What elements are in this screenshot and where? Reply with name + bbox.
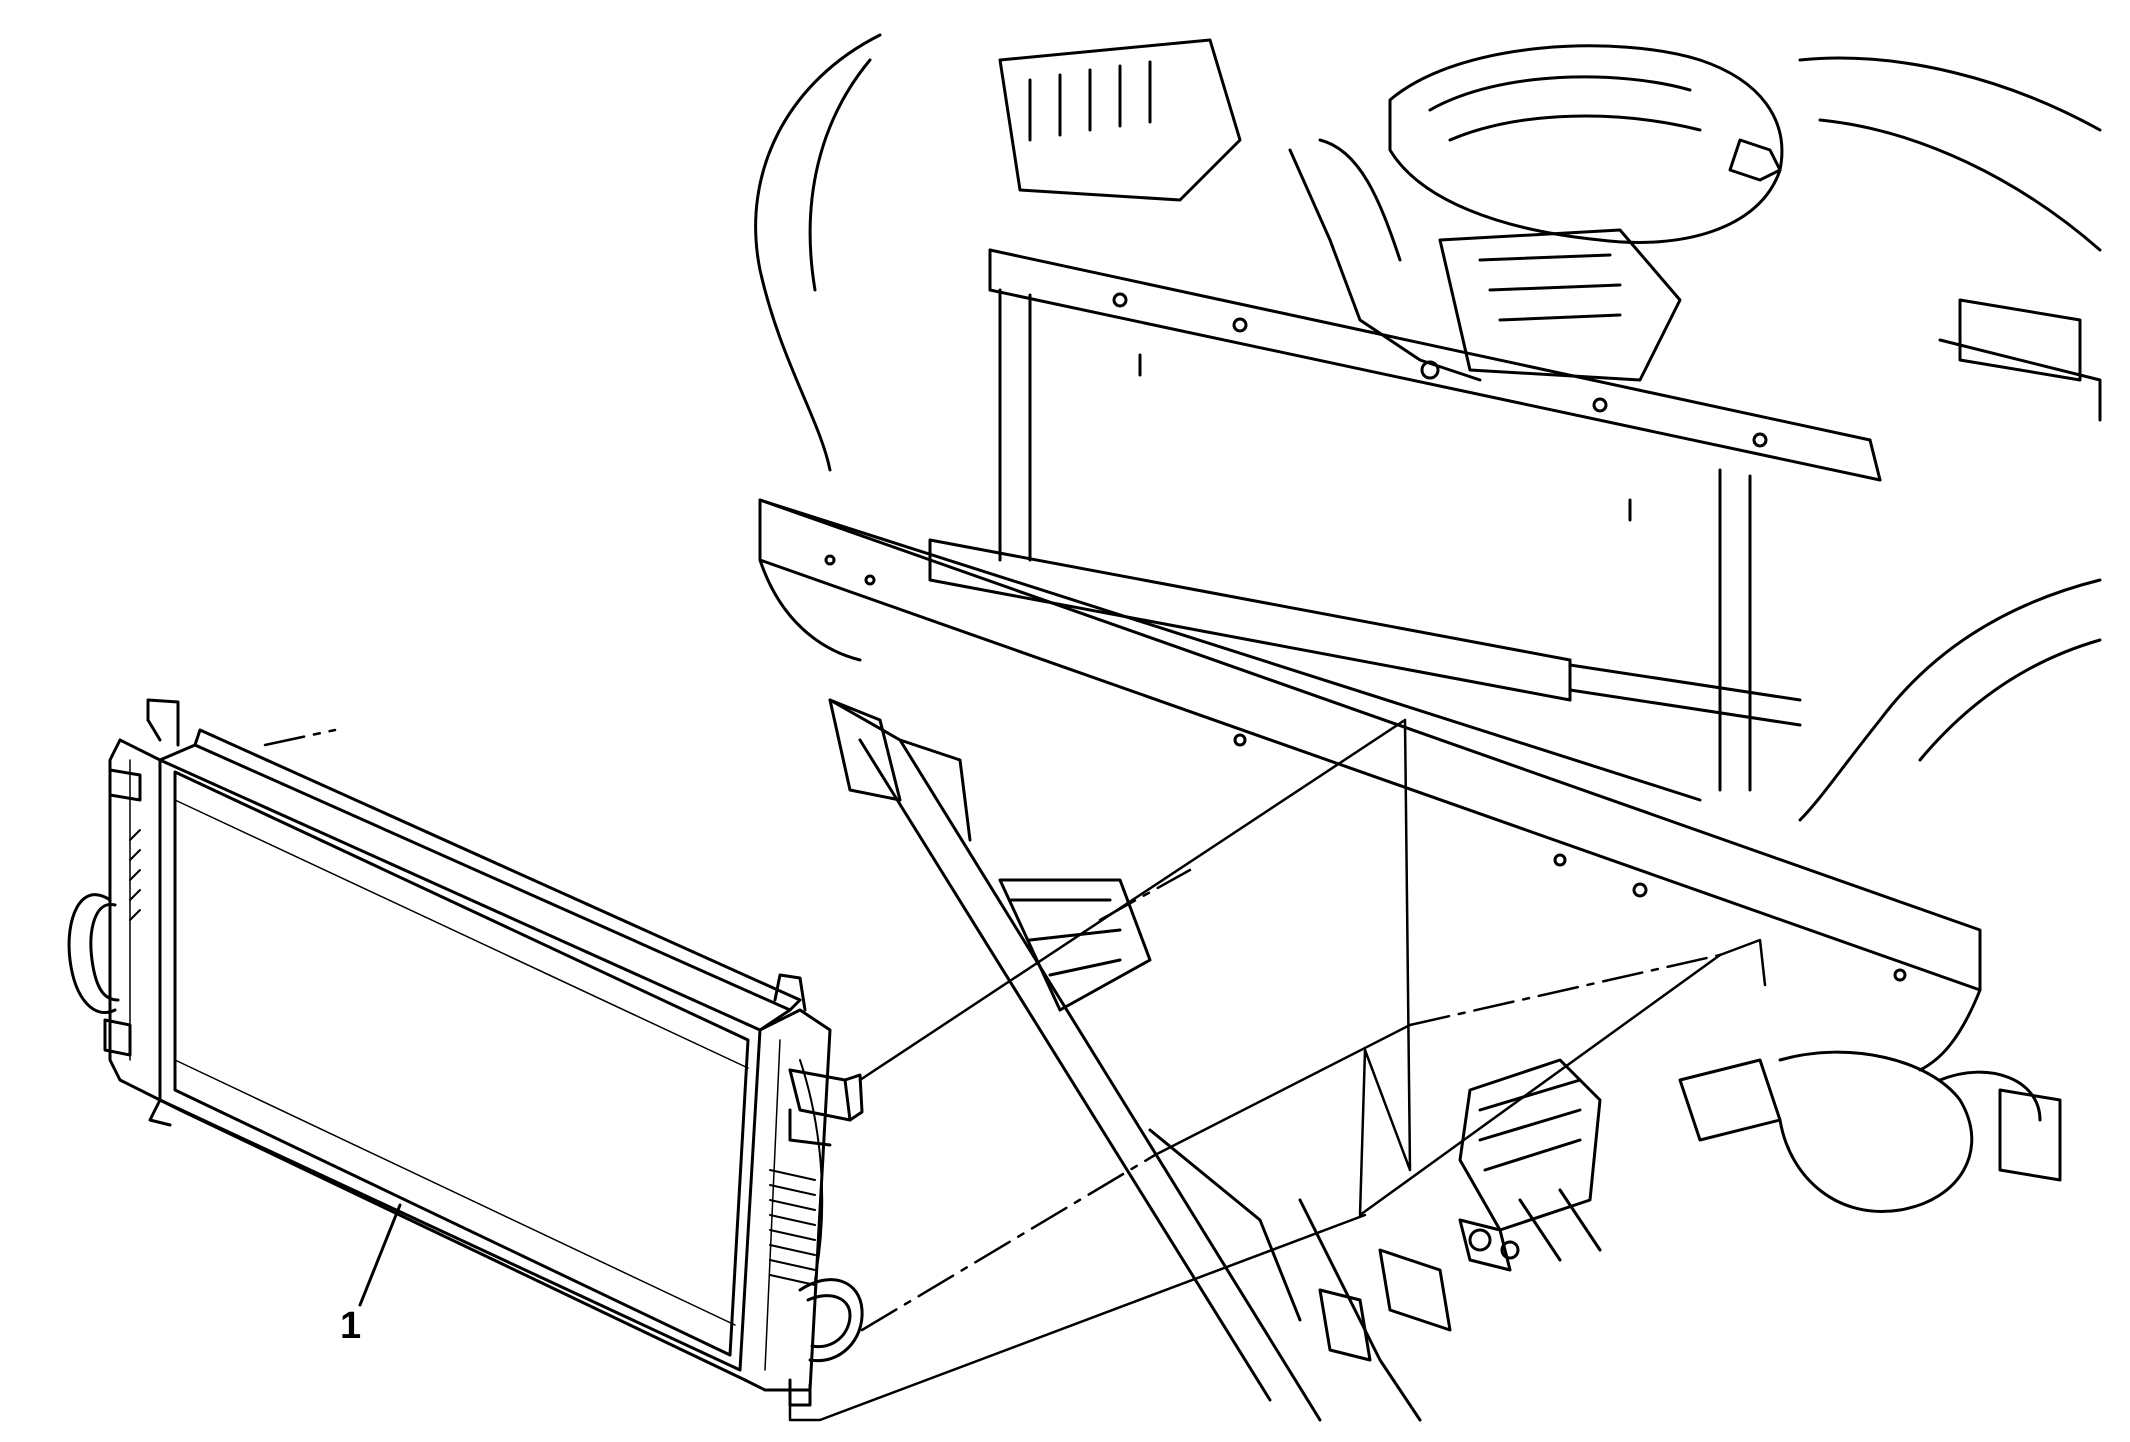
callout-1-leader bbox=[358, 1203, 402, 1307]
vehicle-front-end bbox=[754, 33, 2102, 1422]
alignment-lines bbox=[263, 718, 1767, 1422]
callout-1-label: 1 bbox=[340, 1305, 361, 1347]
callout-1: 1 bbox=[340, 1203, 402, 1347]
charge-air-cooler bbox=[67, 698, 864, 1407]
